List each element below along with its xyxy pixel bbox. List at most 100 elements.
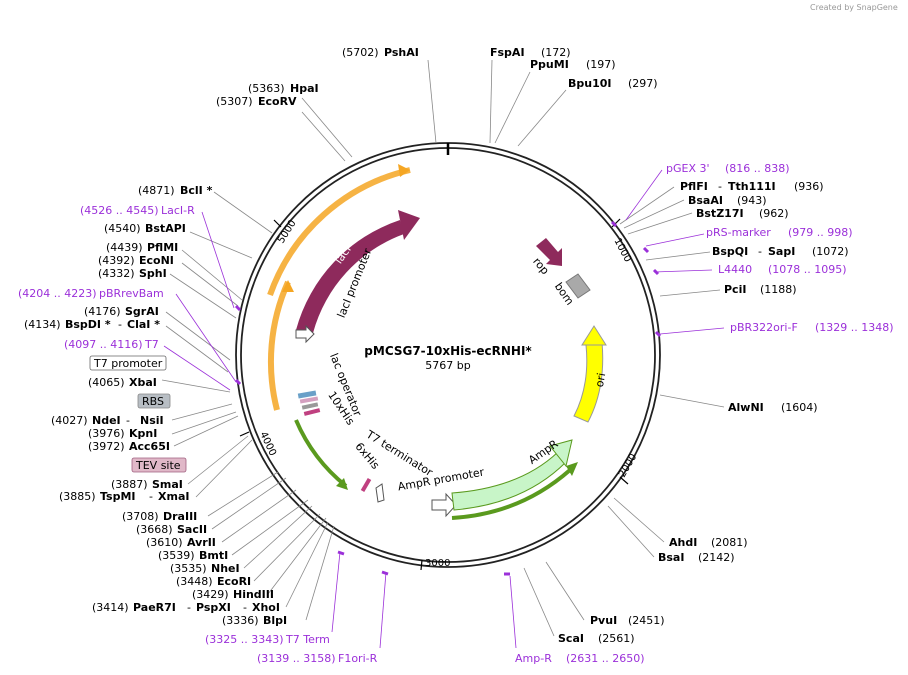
mcs-glyph-2 [299,396,319,404]
svg-text:-: - [187,601,191,614]
primer-laci-r[interactable]: (4526 .. 4545) LacI-R [80,204,195,217]
tick-1000: 1000 [611,236,633,264]
site-ndei[interactable]: (4027) NdeI - NsiI [51,414,164,427]
site-tspmi[interactable]: (3885) TspMI - XmaI [59,490,189,503]
tev-site-box [131,457,187,473]
primer-pgex3[interactable]: pGEX 3' (816 .. 838) [666,162,790,175]
ecorv-pos: (5307) [216,95,253,108]
site-bpu10i[interactable]: Bpu10I (297) [568,77,658,90]
bmti-name: BmtI [199,549,228,562]
pvui-pos: (2451) [628,614,665,627]
l4440-name: L4440 [718,263,752,276]
green-arc-left-head [336,478,348,490]
feature-rbs[interactable]: RBS [137,393,171,409]
psha-name: PshAI [384,46,419,59]
site-psha[interactable]: (5702) PshAI [342,46,419,59]
tick-3000: 3000 [425,558,450,569]
tth111i-name: Tth111I [728,180,776,193]
site-ecorv[interactable]: (5307) EcoRV [216,95,297,108]
primer-t7-term[interactable]: (3325 .. 3343) T7 Term [205,633,330,646]
draiii-pos: (3708) [122,510,159,523]
bcli-name: BclI * [180,184,213,197]
site-blpi[interactable]: (3336) BlpI [222,614,287,627]
blpi-pos: (3336) [222,614,259,627]
site-ahdi[interactable]: AhdI (2081) [669,536,748,549]
sapi-name: SapI [768,245,795,258]
site-draiii[interactable]: (3708) DraIII [122,510,197,523]
site-nhei[interactable]: (3535) NheI [170,562,240,575]
laci-r-range: (4526 .. 4545) [80,204,159,217]
site-xbai[interactable]: (4065) XbaI [88,376,157,389]
t7-name: T7 [144,338,159,351]
site-bspdi[interactable]: (4134) BspDI * - ClaI * [24,318,160,331]
site-pcii[interactable]: PciI (1188) [724,283,797,296]
primer-pbrrevbam[interactable]: (4204 .. 4223) pBRrevBam [18,287,164,300]
site-scai[interactable]: ScaI (2561) [558,632,635,645]
site-ppumi[interactable]: PpuMI (197) [530,58,616,71]
site-pflmi[interactable]: (4439) PflMI [106,241,178,254]
site-sacii[interactable]: (3668) SacII [136,523,207,536]
bsai-pos: (2142) [698,551,735,564]
site-paer7i[interactable]: (3414) PaeR7I - PspXI - XhoI [92,601,280,614]
ecori-pos: (3448) [176,575,213,588]
site-pvui[interactable]: PvuI (2451) [590,614,665,627]
svg-text:-: - [243,601,247,614]
site-kpni[interactable]: (3976) KpnI [88,427,157,440]
site-alwni[interactable]: AlwNI (1604) [728,401,818,414]
site-bspqi[interactable]: BspQI - SapI (1072) [712,245,849,258]
site-avrii[interactable]: (3610) AvrII [146,536,216,549]
bmti-pos: (3539) [158,549,195,562]
green-arc-right [451,468,572,520]
site-sgrai[interactable]: (4176) SgrAI [84,305,159,318]
snapgene-credit: Created by SnapGene [810,3,898,12]
primer-f1ori-r[interactable]: (3139 .. 3158) F1ori-R [257,652,378,665]
site-hindiii[interactable]: (3429) HindIII [192,588,274,601]
nsii-name: NsiI [140,414,164,427]
primer-amp-r[interactable]: Amp-R (2631 .. 2650) [515,652,645,665]
site-bsaai[interactable]: BsaAI (943) [688,194,767,207]
primer-pbr322ori-f[interactable]: pBR322ori-F (1329 .. 1348) [730,321,894,334]
primer-l4440[interactable]: L4440 (1078 .. 1095) [718,263,847,276]
scai-name: ScaI [558,632,584,645]
smai-pos: (3887) [111,478,148,491]
feature-tev-site[interactable]: TEV site [131,457,187,473]
primer-prs-marker[interactable]: pRS-marker (979 .. 998) [706,226,853,239]
nhei-name: NheI [211,562,240,575]
xbai-pos: (4065) [88,376,125,389]
ampr-promoter-label: AmpR promoter [397,465,486,493]
site-bcli[interactable]: (4871) BclI * [138,184,213,197]
svg-text:-: - [149,490,153,503]
ecori-name: EcoRI [217,575,251,588]
t7term-name: T7 Term [285,633,330,646]
paer7i-name: PaeR7I [133,601,176,614]
pbrrevbam-range: (4204 .. 4223) [18,287,97,300]
fspa-pos: (172) [541,46,571,59]
site-econi[interactable]: (4392) EcoNI [98,254,174,267]
primer-t7[interactable]: (4097 .. 4116) T7 [64,338,159,351]
pbr322-name: pBR322ori-F [730,321,798,334]
avrii-name: AvrII [187,536,216,549]
sacii-pos: (3668) [136,523,173,536]
bspdi-pos: (4134) [24,318,61,331]
kpni-pos: (3976) [88,427,125,440]
site-bstz17i[interactable]: BstZ17I (962) [696,207,789,220]
sacii-name: SacII [177,523,207,536]
site-bsai[interactable]: BsaI (2142) [658,551,735,564]
mcs-glyph-1 [297,390,317,399]
pflfi-name: PflFI [680,180,708,193]
xmai-name: XmaI [158,490,189,503]
orange-arc-lower-head [282,280,294,292]
ppumi-name: PpuMI [530,58,569,71]
site-pflfi[interactable]: PflFI - Tth111I (936) [680,180,824,193]
site-sphi[interactable]: (4332) SphI [98,267,167,280]
site-acc65i[interactable]: (3972) Acc65I [88,440,170,453]
site-bmti[interactable]: (3539) BmtI [158,549,228,562]
site-smai[interactable]: (3887) SmaI [111,478,183,491]
sgrai-name: SgrAI [125,305,159,318]
site-hpai[interactable]: (5363) HpaI [248,82,319,95]
sgrai-pos: (4176) [84,305,121,318]
feature-t7-promoter[interactable]: T7 promoter [89,355,167,371]
site-ecori[interactable]: (3448) EcoRI [176,575,251,588]
site-fspa[interactable]: FspAI (172) [490,46,571,59]
site-bstapi[interactable]: (4540) BstAPI [104,222,186,235]
